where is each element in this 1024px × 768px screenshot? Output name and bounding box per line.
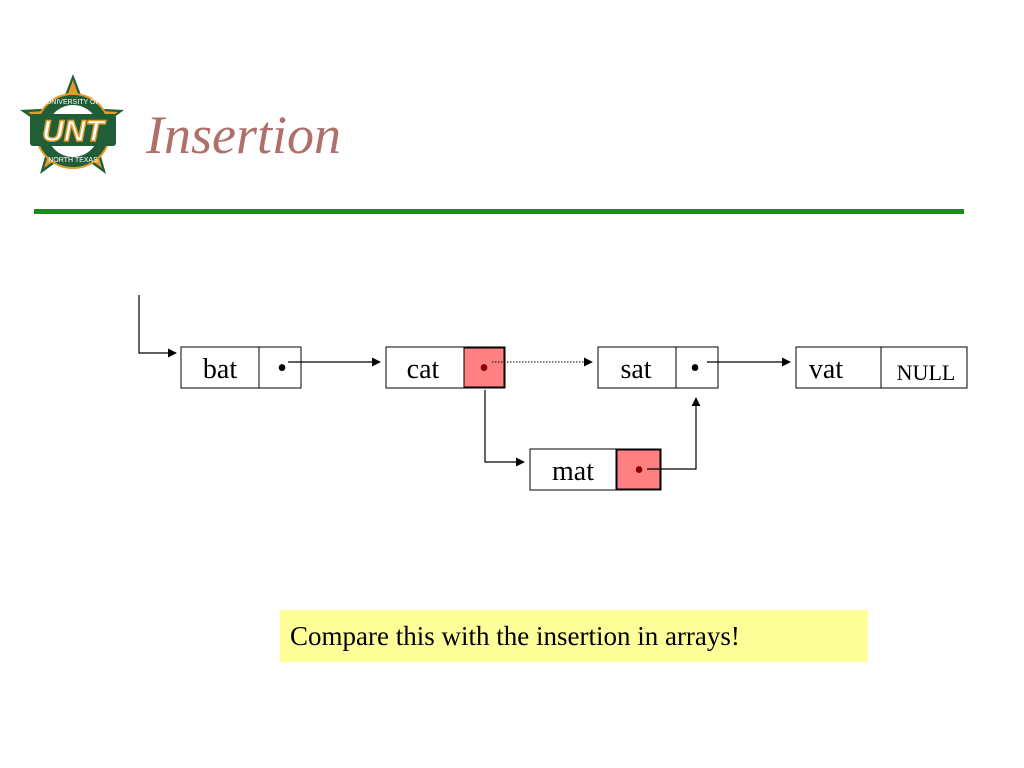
logo-ring-bottom: NORTH TEXAS	[48, 157, 98, 164]
node-mat-label: mat	[552, 456, 594, 487]
unt-logo: UNT UNIVERSITY OF NORTH TEXAS	[20, 74, 124, 174]
node-sat-pointer: •	[690, 353, 700, 384]
node-mat-pointer: •	[634, 455, 644, 486]
title-divider	[34, 209, 964, 214]
slide-title: Insertion	[146, 105, 341, 165]
node-cat: cat •	[385, 346, 506, 389]
node-bat-label: bat	[203, 354, 237, 385]
node-vat-label: vat	[809, 354, 843, 385]
node-vat-pointer: NULL	[897, 360, 956, 385]
node-sat-label: sat	[620, 354, 651, 385]
link-cat-mat	[484, 390, 525, 467]
node-cat-label: cat	[407, 354, 440, 385]
node-sat: sat •	[597, 346, 719, 389]
logo-ring-top: UNIVERSITY OF	[46, 99, 100, 106]
note-callout: Compare this with the insertion in array…	[280, 610, 868, 662]
node-bat-pointer: •	[277, 353, 287, 384]
node-vat: vat NULL	[795, 346, 968, 389]
node-mat: mat •	[529, 448, 662, 491]
node-bat: bat •	[180, 346, 302, 389]
link-mat-sat	[647, 397, 701, 470]
link-head-bat	[138, 295, 177, 358]
node-cat-pointer: •	[479, 353, 489, 384]
logo-text: UNT	[42, 115, 106, 148]
